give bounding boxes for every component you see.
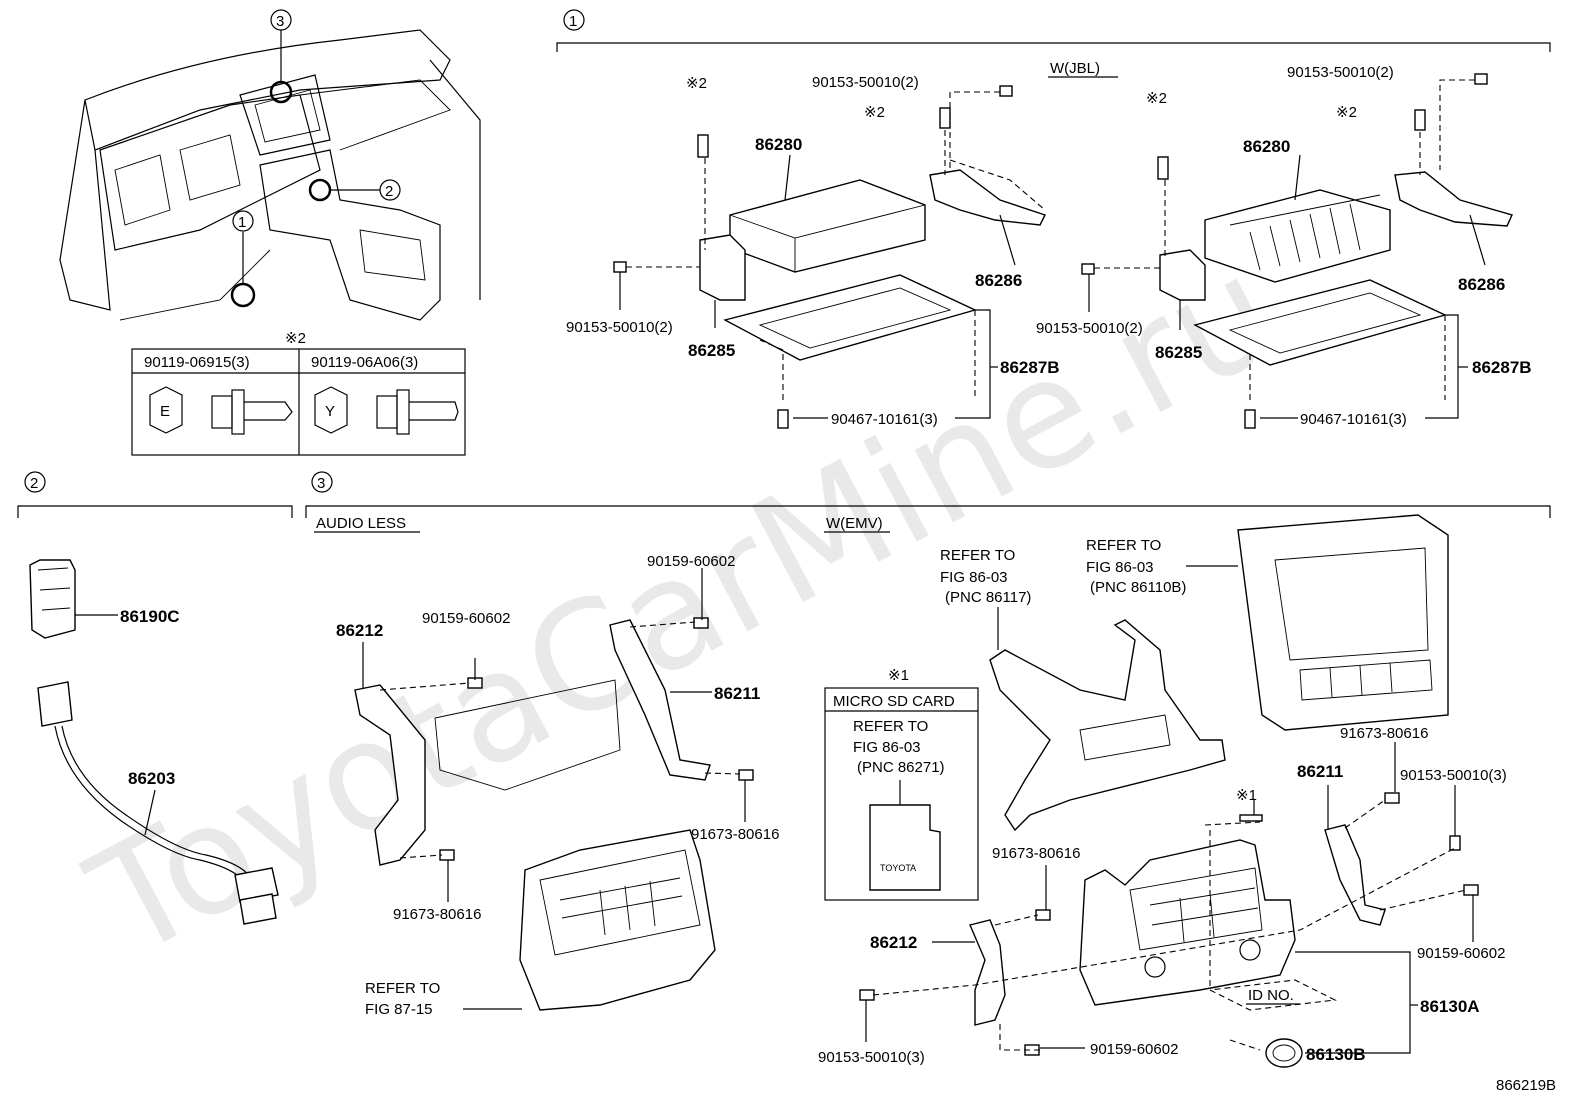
section-1-marker: 1 [569, 13, 577, 30]
figure-id: 866219B [1496, 1077, 1556, 1094]
sd-line2: FIG 86-03 [853, 739, 921, 756]
emv-refer2-line3: (PNC 86110B) [1090, 579, 1186, 596]
note2-mark: ※2 [285, 330, 306, 347]
bolt1-head-letter: E [160, 403, 170, 420]
variant-emv: W(EMV) [826, 515, 883, 532]
section-2-marker: 2 [30, 475, 38, 492]
bolt2-head-letter: Y [325, 403, 335, 420]
jbl-right-assembly: 86280 90153-50010(2) ※2 ※2 90153-50010(2… [1036, 64, 1532, 429]
jbl-left-bracket-r-label: 86286 [975, 271, 1022, 290]
section-1-header: 1 W(JBL) [556, 9, 1551, 78]
harness-label: 86203 [128, 769, 175, 788]
jbl-right-amp-label: 86280 [1243, 137, 1290, 156]
emv-refer1-line3: (PNC 86117) [945, 589, 1031, 606]
jbl-left-assembly: 86280 90153-50010(2) ※2 ※2 90153-50010(2… [566, 74, 1060, 429]
jbl-right-clip-label: 90467-10161(3) [1300, 411, 1407, 428]
emv-bracket-r-label: 86211 [1297, 762, 1343, 781]
emv-refer2-line1: REFER TO [1086, 537, 1161, 554]
variant-audio-less: AUDIO LESS [316, 515, 406, 532]
emv-screw-r3-label: 90159-60602 [1417, 945, 1505, 962]
sd-line1: REFER TO [853, 718, 928, 735]
sd-mark: ※1 [888, 667, 909, 684]
overview-marker-1: 1 [238, 214, 246, 231]
jbl-left-amp-label: 86280 [755, 135, 802, 154]
overview-marker-2: 2 [385, 183, 393, 200]
emv-id-no: ID NO. [1248, 987, 1294, 1004]
al-screw-d-label: 91673-80616 [393, 906, 481, 923]
emv-screw-r1-label: 91673-80616 [1340, 725, 1428, 742]
emv-panel-label: 86130A [1420, 997, 1480, 1016]
jbl-left-mark-a: ※2 [686, 75, 707, 92]
emv-assembly: REFER TO FIG 86-03 (PNC 86117) REFER TO … [818, 514, 1507, 1068]
jbl-right-mark-a: ※2 [1146, 90, 1167, 107]
jbl-left-clip-label: 90467-10161(3) [831, 411, 938, 428]
al-bracket-l-label: 86212 [336, 621, 383, 640]
jbl-left-mark-b: ※2 [864, 104, 885, 121]
emv-screw-bl-label: 90153-50010(3) [818, 1049, 925, 1066]
jbl-right-bracket-r-label: 86286 [1458, 275, 1505, 294]
bolt-table: ※2 90119-06915(3) 90119-06A06(3) E Y [131, 330, 466, 456]
jbl-right-screw-left-label: 90153-50010(2) [1036, 320, 1143, 337]
section-1-variant: W(JBL) [1050, 60, 1100, 77]
overview-marker-3: 3 [276, 13, 284, 30]
sd-brand: TOYOTA [880, 863, 916, 873]
al-screw-a-label: 90159-60602 [647, 553, 735, 570]
bolt1-part: 90119-06915(3) [144, 354, 250, 371]
emv-refer1-line1: REFER TO [940, 547, 1015, 564]
section-3-header: 3 AUDIO LESS W(EMV) [305, 471, 1551, 533]
bolt2-part: 90119-06A06(3) [311, 354, 418, 371]
al-refer-line2: FIG 87-15 [365, 1001, 433, 1018]
al-screw-b-label: 90159-60602 [422, 610, 510, 627]
section-2: 2 86190C 86203 [17, 471, 293, 925]
emv-mark1: ※1 [1236, 787, 1257, 804]
emv-bracket-l-label: 86212 [870, 933, 917, 952]
jbl-left-plate-label: 86287B [1000, 358, 1060, 377]
jbl-left-screw-left-label: 90153-50010(2) [566, 319, 673, 336]
jbl-left-screw-top-label: 90153-50010(2) [812, 74, 919, 91]
audio-less-assembly: 86212 86211 90159-60602 90159-60602 9167… [336, 553, 779, 1018]
switch-label: 86190C [120, 607, 180, 626]
sd-title: MICRO SD CARD [833, 693, 955, 710]
jbl-right-bracket-l-label: 86285 [1155, 343, 1202, 362]
emv-knob-label: 86130B [1306, 1045, 1366, 1064]
section-3-marker: 3 [317, 475, 325, 492]
jbl-right-mark-b: ※2 [1336, 104, 1357, 121]
jbl-right-screw-top-label: 90153-50010(2) [1287, 64, 1394, 81]
al-refer-line1: REFER TO [365, 980, 440, 997]
emv-screw-bm-label: 90159-60602 [1090, 1041, 1178, 1058]
al-bracket-r-label: 86211 [714, 684, 760, 703]
dashboard-overview: 3 2 1 [59, 9, 481, 321]
jbl-right-plate-label: 86287B [1472, 358, 1532, 377]
emv-screw-r2-label: 90153-50010(3) [1400, 767, 1507, 784]
sd-line3: (PNC 86271) [857, 759, 945, 776]
emv-refer1-line2: FIG 86-03 [940, 569, 1008, 586]
al-screw-c-label: 91673-80616 [691, 826, 779, 843]
emv-screw-top-l-label: 91673-80616 [992, 845, 1080, 862]
emv-refer2-line2: FIG 86-03 [1086, 559, 1154, 576]
jbl-left-bracket-l-label: 86285 [688, 341, 735, 360]
